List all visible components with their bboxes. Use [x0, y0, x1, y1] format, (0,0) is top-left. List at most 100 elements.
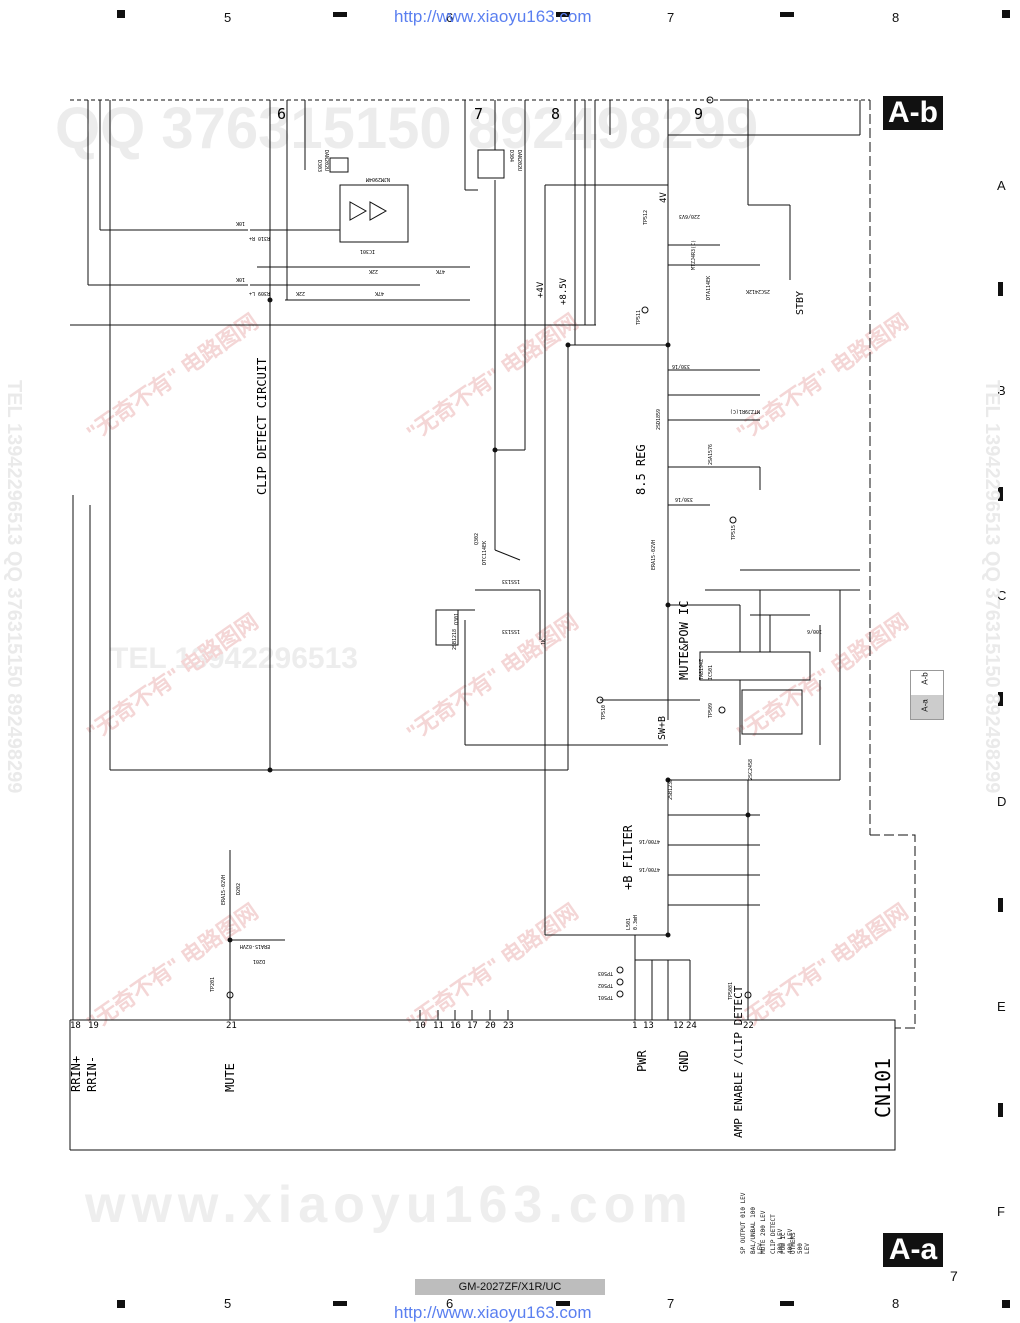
pin-num: 16: [450, 1021, 461, 1031]
s1555-b: 1SS133: [502, 628, 520, 634]
q502-type: 2SC2458: [748, 759, 754, 780]
sheet-badge-top: A-b: [883, 96, 943, 130]
d201-label: D201: [253, 958, 265, 964]
d202-type: ERA15-02VH: [221, 875, 227, 905]
pin-num: 1: [632, 1021, 637, 1031]
pin-num: 19: [88, 1021, 99, 1031]
footer-url[interactable]: http://www.xiaoyu163.com: [394, 1303, 592, 1322]
c220-label: 220/6V3: [679, 213, 700, 219]
tp515-label: TP515: [731, 525, 737, 540]
registration-mark: [117, 10, 125, 18]
stby-label: STBY: [795, 291, 806, 315]
pin-num: 10: [415, 1021, 426, 1031]
d506-type: MTZJ9R1(C): [730, 408, 760, 414]
header-url[interactable]: http://www.xiaoyu163.com: [394, 7, 592, 26]
registration-mark: [1002, 10, 1010, 18]
row-letter: E: [997, 999, 1006, 1014]
watermark-tel: TEL 13942296513: [110, 642, 358, 675]
b-filter-label: +B FILTER: [621, 824, 635, 890]
r-47k-a: 47K: [375, 290, 384, 296]
pin-num: 23: [503, 1021, 514, 1031]
row-letter: C: [997, 588, 1007, 603]
c330-b: 330/16: [675, 496, 693, 502]
c4700-a: 4700/16: [639, 866, 660, 872]
q302-label: Q302: [474, 533, 480, 545]
q506-type: 2SC2412K: [746, 288, 770, 294]
registration-mark: [780, 12, 794, 17]
sheet-tab-left: A-a: [911, 695, 943, 719]
row-letter: B: [997, 383, 1006, 398]
r309-label: R309 L+: [249, 290, 270, 296]
tp512-label: TP512: [643, 210, 649, 225]
watermark-qq: QQ 376315150 892498299: [55, 96, 759, 161]
pin-num: 22: [743, 1021, 754, 1031]
legend-line: MUTE 200 LEV: [760, 1210, 767, 1254]
pin-num: 18: [70, 1021, 81, 1031]
dan-label-2: DAN202U: [516, 150, 522, 171]
s1555-a: 1SS133: [502, 578, 520, 584]
clip-detect-label: CLIP DETECT CIRCUIT: [255, 358, 269, 495]
c4700-b: 4700/16: [639, 838, 660, 844]
r-1k-a: 1K: [541, 639, 547, 645]
column-number: 6: [446, 10, 454, 25]
tp509-label: TP509: [708, 703, 714, 718]
pin-num: 12: [673, 1021, 684, 1031]
q302-type: DTC114EK: [482, 541, 488, 565]
connector-name: CN101: [871, 1058, 895, 1118]
v85-label: +8.5V: [559, 277, 569, 305]
registration-mark: [998, 282, 1003, 296]
l501-val: 0.3mH: [633, 915, 639, 930]
level-legend: SP OUTPUT 010 LEV BAL/UNBAL 100 LEV MUTE…: [740, 1192, 811, 1257]
grid-col-8: 8: [551, 105, 560, 123]
legend-line: SP OUTPUT 010 LEV: [740, 1192, 747, 1254]
grid-col-6: 6: [277, 105, 286, 123]
v4-label: 4V: [659, 192, 669, 203]
ic501-label: IC501: [708, 665, 714, 680]
watermark-side-right: TEL 13942296513 QQ 376315150 892498299: [981, 380, 1003, 794]
pin-num: 21: [226, 1021, 237, 1031]
tp201-label: TP201: [210, 977, 216, 992]
d303-label: D303: [316, 160, 322, 172]
q301-label: Q301: [454, 613, 460, 625]
r-10k-a: 10K: [236, 220, 245, 226]
pin-num: 24: [686, 1021, 697, 1031]
pin-label-gnd: GND: [677, 1050, 691, 1072]
r-10k-b: 10K: [236, 276, 245, 282]
d201-type: ERA15-02VH: [240, 943, 270, 949]
mute-pow-label: MUTE&POW IC: [677, 601, 691, 680]
tp511-label: TP511: [636, 310, 642, 325]
column-number: 6: [446, 1296, 454, 1311]
tp5081-label: TP5081: [728, 982, 734, 1000]
c100-label: 100/6: [807, 628, 822, 634]
registration-mark: [333, 12, 347, 17]
ic301-label: IC301: [360, 248, 375, 254]
registration-mark: [556, 1301, 570, 1306]
pin-label-rrin-minus: RRIN-: [85, 1056, 99, 1092]
column-number: 8: [892, 10, 900, 25]
pin-label-rrin-plus: RRIN+: [69, 1056, 83, 1092]
pin-num: 20: [485, 1021, 496, 1031]
grid-col-9: 9: [694, 105, 703, 123]
v4b-label: +4V: [536, 281, 546, 298]
tp502-label: TP502: [598, 982, 613, 988]
registration-mark: [998, 692, 1003, 706]
column-number: 7: [667, 1296, 675, 1311]
registration-mark: [556, 12, 570, 17]
pin-label-mute: MUTE: [223, 1063, 237, 1092]
d510-type: MTZJ4R3(C): [691, 240, 697, 270]
swb-label: SW+B: [657, 716, 668, 740]
ic301-type: NJM2904M: [366, 176, 390, 182]
r-22k-b: 22K: [369, 268, 378, 274]
tp510-label: TP510: [601, 705, 607, 720]
sheet-tab-right: A-b: [911, 671, 943, 695]
sheet-tab: A-b A-a: [910, 670, 944, 720]
pin-num: 11: [433, 1021, 444, 1031]
reg-85-label: 8.5 REG: [634, 444, 648, 495]
r-47k-b: 47K: [436, 268, 445, 274]
pin-label-pwr: PWR: [635, 1050, 649, 1072]
c330-a: 330/16: [672, 363, 690, 369]
l501-label: L501: [626, 918, 632, 930]
pin-num: 13: [643, 1021, 654, 1031]
sheet-badge-bottom: A-a: [883, 1233, 943, 1267]
